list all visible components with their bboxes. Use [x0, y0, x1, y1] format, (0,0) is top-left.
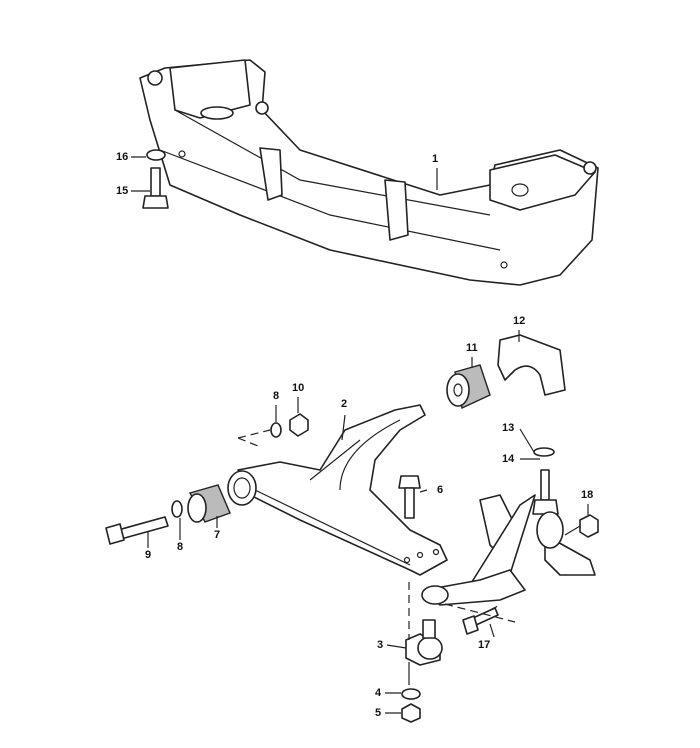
washer-part-8-top: [270, 422, 282, 438]
steering-knuckle: [421, 494, 596, 606]
bolt-part-17: [462, 607, 499, 635]
bolt-part-15: [142, 167, 169, 209]
washer-part-8-lower: [171, 500, 183, 518]
bushing-part-11: [446, 364, 491, 410]
crossmember-part-1: [139, 59, 599, 286]
callout-15: 15: [116, 185, 129, 197]
bracket-part-12: [497, 334, 566, 396]
callout-11: 11: [466, 342, 478, 354]
callout-7: 7: [214, 529, 221, 541]
callout-2: 2: [341, 398, 348, 410]
callout-4: 4: [375, 687, 382, 699]
callout-8-top: 8: [273, 390, 280, 402]
bushing-part-7: [187, 484, 231, 523]
washer-part-4: [401, 688, 421, 700]
callout-1: 1: [432, 153, 439, 165]
callout-3: 3: [377, 639, 384, 651]
ball-joint-part-3: [405, 619, 443, 666]
nut-part-18: [579, 514, 599, 538]
callout-8-lower: 8: [177, 541, 184, 553]
washer-part-16: [146, 149, 166, 161]
callout-13: 13: [502, 422, 515, 434]
nut-part-10: [289, 413, 309, 437]
callout-17: 17: [478, 639, 491, 651]
bolt-part-6: [398, 475, 421, 519]
nut-part-5: [401, 703, 421, 723]
callout-18: 18: [581, 489, 594, 501]
callout-16: 16: [116, 151, 129, 163]
callout-9: 9: [145, 549, 152, 561]
bolt-part-9: [105, 516, 169, 545]
callout-6: 6: [437, 484, 444, 496]
callout-10: 10: [292, 382, 305, 394]
callout-5: 5: [375, 707, 382, 719]
callout-14: 14: [502, 453, 515, 465]
washer-part-13: [533, 447, 555, 457]
bolt-part-14: [532, 469, 559, 515]
callout-12: 12: [513, 315, 526, 327]
control-arm-part-2: [227, 404, 448, 576]
